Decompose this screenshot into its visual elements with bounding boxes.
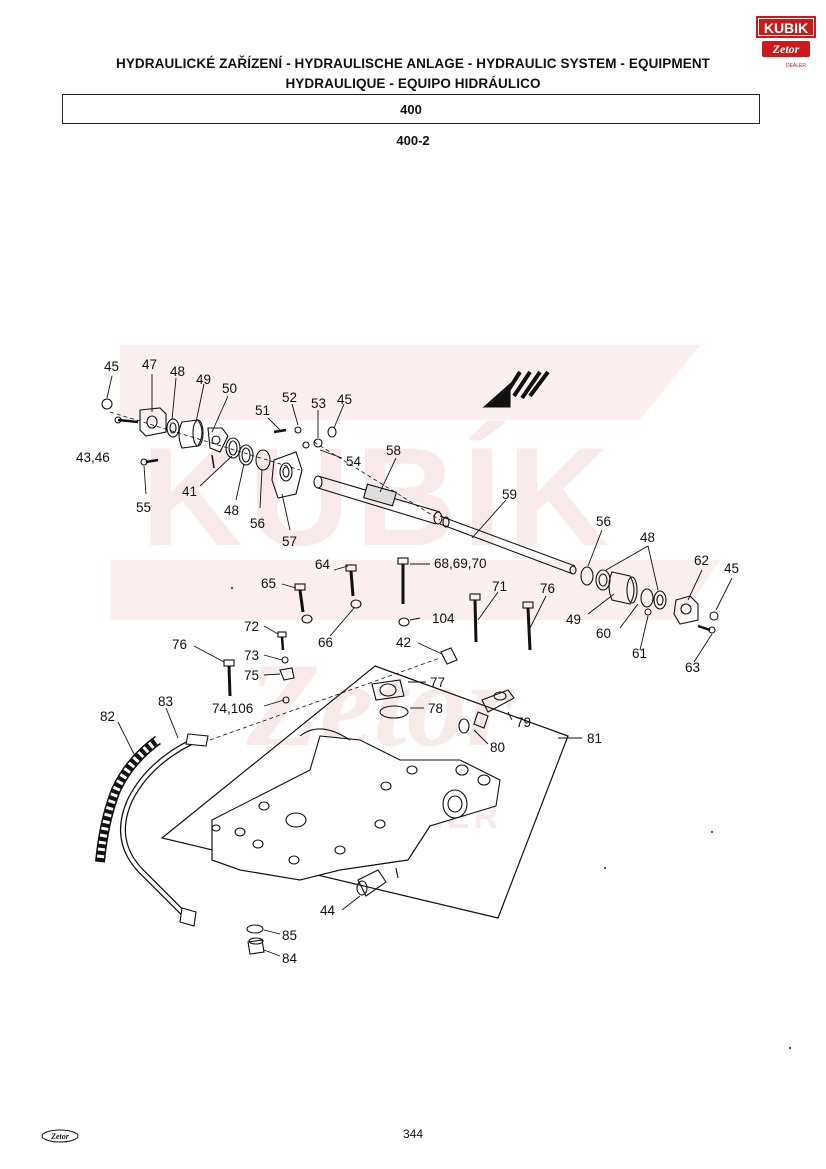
footer-logo-text: Zetor (50, 1132, 70, 1141)
callout-48: 48 (640, 530, 655, 545)
footer-zetor-logo: Zetor (41, 1129, 79, 1143)
shaft-59 (439, 515, 577, 575)
callout-63: 63 (685, 660, 700, 675)
callout-53: 53 (311, 396, 326, 411)
callout-49: 49 (566, 612, 581, 627)
dealer-logo-sub: Zetor (772, 42, 800, 56)
callout-77: 77 (430, 675, 445, 690)
callout-83: 83 (158, 694, 173, 709)
stray-dots (230, 586, 792, 1050)
callout-60: 60 (596, 626, 611, 641)
sensor-44 (356, 867, 399, 897)
callout-42: 42 (396, 635, 411, 650)
callout-58: 58 (386, 443, 401, 458)
callout-56: 56 (250, 516, 265, 531)
callout-41: 41 (182, 484, 197, 499)
callout-44: 44 (320, 903, 336, 918)
callout-74-106: 74,106 (212, 701, 253, 716)
fittings-84-85 (246, 924, 265, 955)
callout-75: 75 (244, 668, 259, 683)
page-number: 344 (402, 1127, 424, 1141)
callout-79: 79 (516, 715, 531, 730)
callout-76: 76 (172, 637, 187, 652)
callout-48: 48 (170, 364, 185, 379)
callout-45: 45 (104, 359, 119, 374)
callout-62: 62 (694, 553, 709, 568)
callout-73: 73 (244, 648, 259, 663)
callout-labels: 45 47 48 49 50 52 53 45 51 43,46 54 58 4… (76, 357, 739, 966)
subsection-number: 400-2 (396, 133, 430, 148)
callout-43-46: 43,46 (76, 450, 110, 465)
callout-81: 81 (587, 731, 602, 746)
callout-78: 78 (428, 701, 443, 716)
page-title-line1: HYDRAULICKÉ ZAŘÍZENÍ - HYDRAULISCHE ANLA… (115, 56, 711, 71)
callout-49: 49 (196, 372, 211, 387)
callout-61: 61 (632, 646, 647, 661)
callout-72: 72 (244, 619, 259, 634)
callout-85: 85 (282, 928, 297, 943)
direction-arrow-icon (482, 370, 550, 408)
callout-65: 65 (261, 576, 276, 591)
callout-84: 84 (282, 951, 298, 966)
dealer-logo: KUBIK Zetor DEALER (756, 16, 816, 69)
callout-54: 54 (346, 454, 362, 469)
callout-76: 76 (540, 581, 555, 596)
callout-leaders (106, 374, 733, 957)
bolts-group (223, 557, 534, 704)
left-arm-assembly (101, 398, 337, 499)
hydraulic-cover-81 (160, 665, 569, 919)
callout-45: 45 (337, 392, 352, 407)
callout-68-69-70: 68,69,70 (434, 556, 487, 571)
callout-104: 104 (432, 611, 455, 626)
callout-52: 52 (282, 390, 297, 405)
callout-59: 59 (502, 487, 517, 502)
section-box: 400 (62, 94, 760, 124)
page-title-line2: HYDRAULIQUE - EQUIPO HIDRÁULICO (285, 76, 541, 91)
watermark-sub: Zetor (246, 638, 515, 771)
hose-82-83 (95, 733, 209, 927)
shaft-58 (313, 475, 443, 525)
callout-71: 71 (492, 579, 507, 594)
right-arm-assembly (580, 566, 719, 634)
valve-parts (371, 679, 515, 734)
callout-50: 50 (222, 381, 237, 396)
callout-57: 57 (282, 534, 297, 549)
section-number: 400 (400, 102, 422, 117)
callout-56: 56 (596, 514, 611, 529)
callout-55: 55 (136, 500, 151, 515)
callout-45: 45 (724, 561, 739, 576)
callout-80: 80 (490, 740, 505, 755)
callout-48: 48 (224, 503, 239, 518)
callout-82: 82 (100, 709, 115, 724)
callout-51: 51 (255, 403, 270, 418)
callout-47: 47 (142, 357, 157, 372)
callout-64: 64 (315, 557, 331, 572)
dealer-logo-tag: DEALER (786, 63, 806, 69)
callout-66: 66 (318, 635, 333, 650)
dealer-logo-text: KUBIK (764, 20, 808, 36)
